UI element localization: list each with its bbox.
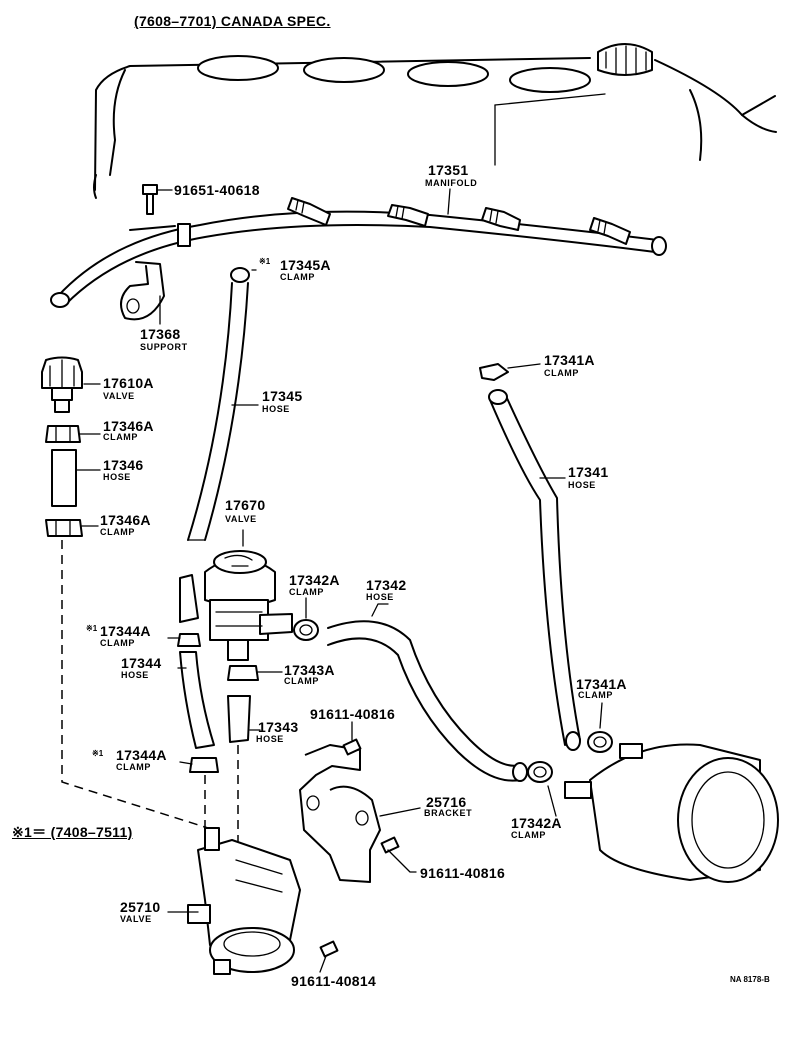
mark-17345a: ※1 — [259, 257, 271, 266]
part-name-hose-17342: HOSE — [366, 592, 394, 602]
part-number-17346a-bottom: 17346A — [100, 512, 151, 528]
part-number-25710: 25710 — [120, 899, 161, 915]
bolt-91611-40814-shape — [319, 940, 339, 958]
part-number-17346: 17346 — [103, 457, 144, 473]
bracket-25716-shape — [299, 744, 381, 883]
part-name-clamp-17342a-top: CLAMP — [289, 587, 324, 597]
engine-block-outline — [93, 55, 777, 199]
part-name-bracket: BRACKET — [424, 808, 473, 818]
mark-17344a-top: ※1 — [86, 624, 98, 633]
part-number-17342: 17342 — [366, 577, 407, 593]
figure-code: NA 8178-B — [730, 975, 770, 984]
air-pump-shape — [564, 743, 779, 883]
part-number-17610a: 17610A — [103, 375, 154, 391]
part-name-valve-17670: VALVE — [225, 514, 257, 524]
header-title: (7608–7701) CANADA SPEC. — [134, 13, 331, 29]
oil-filler-cap-shape — [597, 43, 653, 76]
part-number-17346a-top: 17346A — [103, 418, 154, 434]
part-name-clamp-17341a-top: CLAMP — [544, 368, 579, 378]
part-name-clamp-17346a-top: CLAMP — [103, 432, 138, 442]
valve-17610a-shape — [41, 356, 83, 413]
clamp-17346a-bottom-shape — [45, 519, 83, 537]
hose-17346-shape — [51, 449, 77, 507]
part-name-hose-17346: HOSE — [103, 472, 131, 482]
part-name-clamp-17344a-bottom: CLAMP — [116, 762, 151, 772]
dashed-line-left — [61, 540, 209, 829]
part-name-hose-17344: HOSE — [121, 670, 149, 680]
hose-17344-shape — [179, 651, 215, 749]
part-number-17342a-top: 17342A — [289, 572, 340, 588]
part-number-17345a: 17345A — [280, 257, 331, 273]
clamp-17344a-top-shape — [177, 633, 201, 647]
part-name-clamp-17345a: CLAMP — [280, 272, 315, 282]
part-number-91611-40816-top: 91611-40816 — [310, 706, 396, 722]
part-number-91651-40618: 91651-40618 — [174, 182, 260, 198]
part-name-clamp-17343a: CLAMP — [284, 676, 319, 686]
part-number-17368: 17368 — [140, 326, 181, 342]
valve-17670-shape — [179, 550, 293, 661]
part-name-clamp-17342a-bottom: CLAMP — [511, 830, 546, 840]
mark-17344a-bottom: ※1 — [92, 749, 104, 758]
part-number-17344a-bottom: 17344A — [116, 747, 167, 763]
hose-17341-shape — [479, 363, 581, 751]
part-name-support: SUPPORT — [140, 342, 188, 352]
hose-17345-shape — [187, 267, 250, 541]
part-number-17342a-bottom: 17342A — [511, 815, 562, 831]
part-name-hose-17343: HOSE — [256, 734, 284, 744]
part-number-17670: 17670 — [225, 497, 266, 513]
valve-25710-shape — [187, 827, 301, 975]
clamp-17343a-shape — [227, 665, 259, 681]
part-name-valve-17610a: VALVE — [103, 391, 135, 401]
bolt-91611-bottom-shape — [380, 836, 400, 854]
clamp-17342a-bottom-shape — [527, 761, 553, 783]
part-number-17343: 17343 — [258, 719, 299, 735]
note-applicability: ※1＝ (7408–7511) — [12, 824, 133, 840]
part-number-17344: 17344 — [121, 655, 162, 671]
bolt-91651-shape — [142, 184, 158, 215]
part-number-17341: 17341 — [568, 464, 609, 480]
part-number-91611-40816-bottom: 91611-40816 — [420, 865, 506, 881]
part-name-valve-25710: VALVE — [120, 914, 152, 924]
clamp-17346a-top-shape — [45, 425, 81, 443]
clamp-17344a-bottom-shape — [189, 757, 219, 773]
hose-17343-shape — [227, 695, 251, 743]
clamp-17341a-bottom-shape — [587, 731, 613, 753]
part-name-clamp-17346a-bottom: CLAMP — [100, 527, 135, 537]
hose-17342-shape — [327, 620, 528, 782]
manifold-shape — [50, 197, 667, 308]
part-number-17341a-bottom: 17341A — [576, 676, 627, 692]
part-name-hose-17341: HOSE — [568, 480, 596, 490]
part-number-17344a-top: 17344A — [100, 623, 151, 639]
part-name-clamp-17344a-top: CLAMP — [100, 638, 135, 648]
part-number-91611-40814: 91611-40814 — [291, 973, 377, 989]
support-bracket-shape — [120, 225, 176, 321]
part-number-17341a-top: 17341A — [544, 352, 595, 368]
part-number-17345: 17345 — [262, 388, 303, 404]
leader-lines — [75, 188, 603, 973]
part-name-clamp-17341a-bottom: CLAMP — [578, 690, 613, 700]
bolt-91611-top-shape — [342, 738, 362, 756]
part-number-17351: 17351 — [428, 162, 469, 178]
clamp-17342a-top-shape — [293, 619, 319, 641]
part-name-hose-17345: HOSE — [262, 404, 290, 414]
part-name-manifold: MANIFOLD — [425, 178, 478, 188]
part-number-25716: 25716 — [426, 794, 467, 810]
part-number-17343a: 17343A — [284, 662, 335, 678]
